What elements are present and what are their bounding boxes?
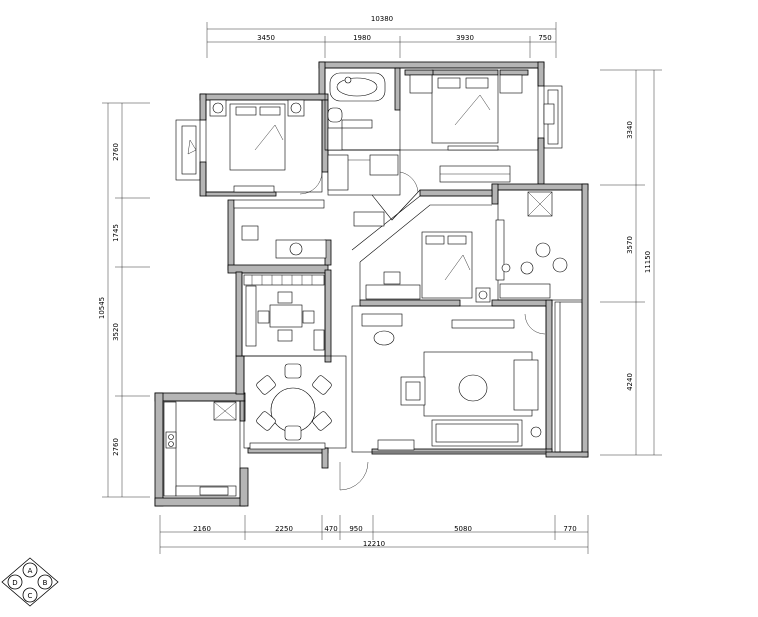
left-dim-2: 1745 xyxy=(112,224,120,242)
left-dim-4: 2760 xyxy=(112,438,120,456)
compass-a-marker xyxy=(22,562,38,578)
dining-furniture xyxy=(249,363,332,450)
bottom-dim-6: 770 xyxy=(563,525,576,533)
doors xyxy=(299,171,546,491)
compass-label-b: B xyxy=(43,579,48,587)
top-dimension-lines: 10380 3450 1980 3930 750 xyxy=(206,15,557,58)
study-furniture xyxy=(243,274,325,351)
master-bedroom-furniture xyxy=(409,74,555,183)
bookshelf xyxy=(243,274,325,286)
bathroom-furniture xyxy=(327,72,399,191)
top-dim-2: 1980 xyxy=(353,34,371,42)
left-total-dim: 10545 xyxy=(98,297,106,319)
bottom-total-dim: 12210 xyxy=(363,540,385,548)
kitchen-furniture xyxy=(163,401,237,497)
dining-table xyxy=(270,387,316,433)
storage-room-furniture xyxy=(499,191,568,299)
compass-label-a: A xyxy=(28,567,33,575)
coffee-table xyxy=(458,374,488,402)
top-total-dim: 10380 xyxy=(371,15,393,23)
left-dim-3: 3520 xyxy=(112,323,120,341)
compass-b-marker xyxy=(37,574,53,590)
desk xyxy=(365,284,421,300)
kitchen-counter-left xyxy=(163,401,177,497)
compass: A B C D xyxy=(1,557,59,607)
top-dim-3: 3930 xyxy=(456,34,474,42)
corridor-furniture xyxy=(233,199,385,259)
middle-bedroom-furniture xyxy=(361,219,515,346)
left-dimension-lines: 10545 2760 1745 3520 2760 xyxy=(98,102,150,498)
side-sofa xyxy=(513,359,539,411)
bottom-dim-2: 2250 xyxy=(275,525,293,533)
bottom-dimension-lines: 2160 2250 470 950 5080 770 12210 xyxy=(159,515,589,554)
compass-d-marker xyxy=(7,574,23,590)
right-total-dim: 11150 xyxy=(644,251,652,273)
bottom-dim-1: 2160 xyxy=(193,525,211,533)
right-dim-3: 4240 xyxy=(626,373,634,391)
bottom-dim-3: 470 xyxy=(324,525,337,533)
left-bedroom-furniture xyxy=(187,99,305,193)
right-dim-2: 3570 xyxy=(626,236,634,254)
left-dim-1: 2760 xyxy=(112,143,120,161)
toilet xyxy=(327,107,343,123)
bottom-dim-4: 950 xyxy=(349,525,362,533)
tv-cabinet xyxy=(377,439,415,451)
right-dim-1: 3340 xyxy=(626,121,634,139)
compass-c-marker xyxy=(22,587,38,603)
compass-label-c: C xyxy=(28,592,33,600)
study-table xyxy=(269,304,303,328)
top-dim-4: 750 xyxy=(538,34,551,42)
compass-label-d: D xyxy=(12,579,17,587)
top-dim-1: 3450 xyxy=(257,34,275,42)
living-room-furniture xyxy=(377,351,542,451)
right-dimension-lines: 3340 3570 4240 11150 xyxy=(600,69,662,456)
bottom-dim-5: 5080 xyxy=(454,525,472,533)
